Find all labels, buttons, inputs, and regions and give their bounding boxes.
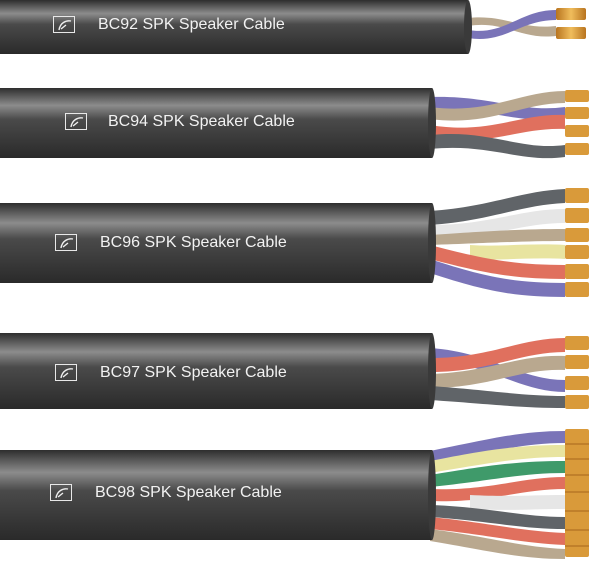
cable-label-bc98: BC98 SPK Speaker Cable (95, 484, 282, 501)
cable-label-bc94: BC94 SPK Speaker Cable (108, 113, 295, 130)
cable-label-bc96: BC96 SPK Speaker Cable (100, 234, 287, 251)
cable-bc94-illustration (0, 88, 589, 159)
cable-bc98-illustration (0, 429, 589, 559)
speaker-logo-icon (50, 484, 72, 501)
cable-bc97-illustration (0, 333, 589, 409)
cable-label-bc97: BC97 SPK Speaker Cable (100, 364, 287, 381)
cable-bc92: BC92 SPK Speaker Cable (0, 0, 590, 60)
cable-bc98: BC98 SPK Speaker Cable (0, 425, 590, 562)
cable-bc97: BC97 SPK Speaker Cable (0, 330, 590, 415)
speaker-logo-icon (65, 113, 87, 130)
cable-bc92-illustration (0, 0, 586, 54)
speaker-logo-icon (55, 364, 77, 381)
speaker-logo-icon (53, 16, 75, 33)
cable-bc96-illustration (0, 188, 589, 297)
cable-bc96: BC96 SPK Speaker Cable (0, 185, 590, 300)
cable-label-bc92: BC92 SPK Speaker Cable (98, 16, 285, 33)
cable-bc94: BC94 SPK Speaker Cable (0, 85, 590, 165)
speaker-logo-icon (55, 234, 77, 251)
